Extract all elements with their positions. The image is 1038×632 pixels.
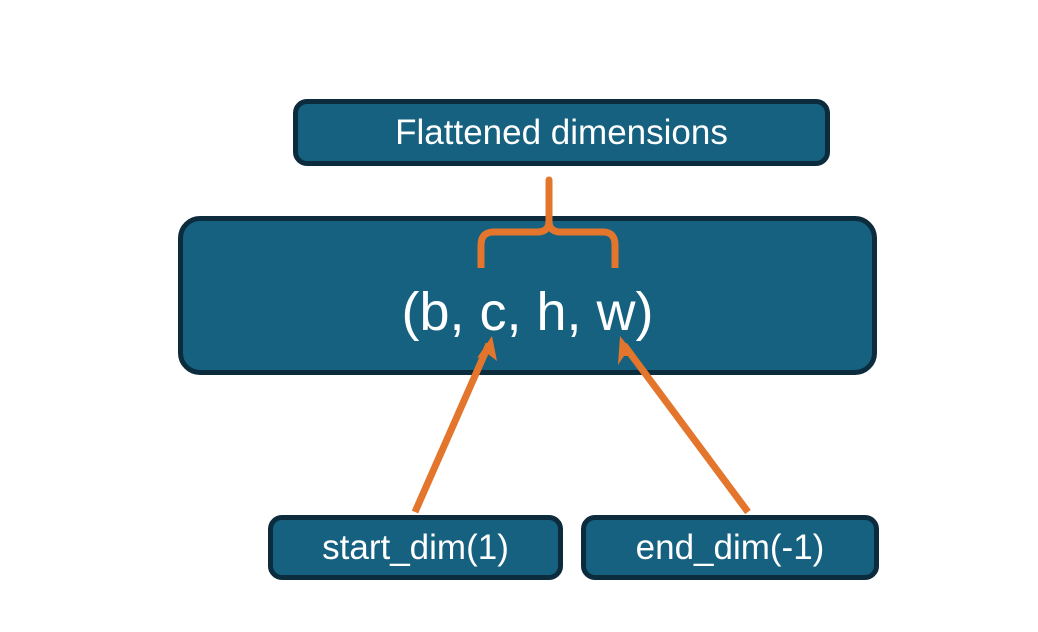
node-tensor-shape[interactable]: (b, c, h, w): [178, 216, 877, 375]
node-end-dim-label: end_dim(-1): [635, 528, 825, 567]
node-start-dim[interactable]: start_dim(1): [268, 515, 563, 580]
node-tensor-shape-label: (b, c, h, w): [401, 281, 654, 342]
node-start-dim-label: start_dim(1): [322, 528, 509, 567]
node-end-dim[interactable]: end_dim(-1): [581, 515, 879, 580]
node-flattened-dimensions-label: Flattened dimensions: [395, 113, 728, 152]
node-flattened-dimensions[interactable]: Flattened dimensions: [293, 99, 830, 166]
